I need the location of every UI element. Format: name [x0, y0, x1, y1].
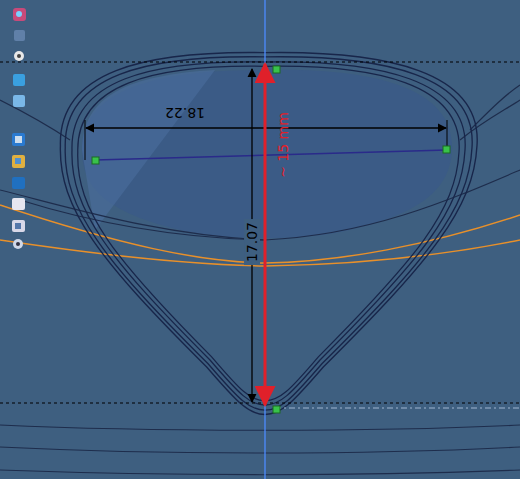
dimension-value: 17.07: [244, 219, 260, 265]
axis-line: [264, 0, 265, 479]
highlight: [82, 70, 215, 230]
measure-line: [264, 64, 267, 405]
frame-outline: [60, 52, 477, 414]
measure-value: ~ 15 mm: [275, 109, 291, 181]
dimension-value: 18.22: [162, 105, 208, 121]
point-markers: [92, 66, 450, 413]
lens-region: [82, 70, 452, 238]
reference-line: [275, 408, 520, 409]
construction-line: [95, 150, 447, 160]
reference-line: [0, 61, 520, 62]
toolbar-icons: [12, 8, 26, 249]
reference-line: [0, 402, 520, 403]
